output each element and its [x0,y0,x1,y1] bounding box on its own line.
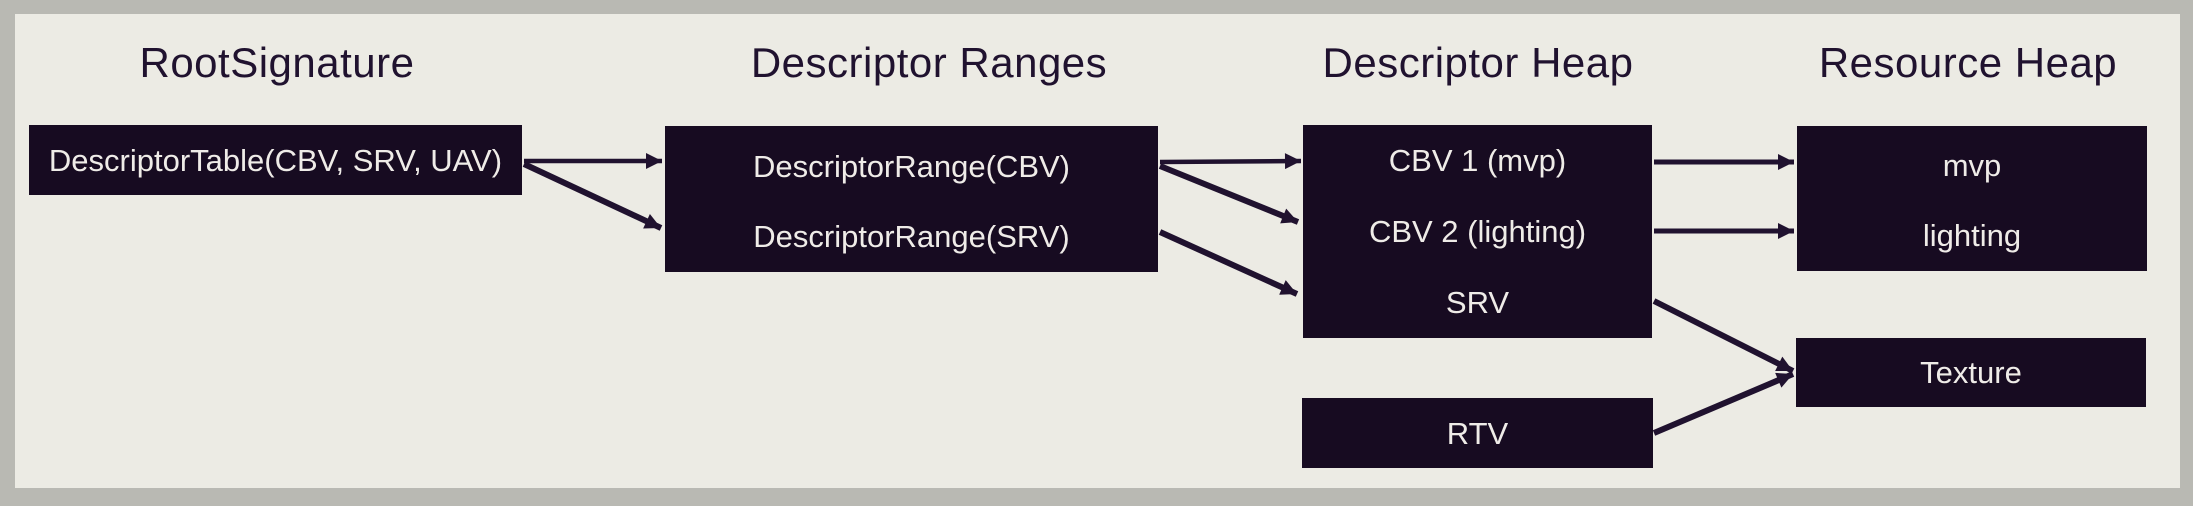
descriptor-table-label: DescriptorTable(CBV, SRV, UAV) [48,142,503,178]
column-title-descriptor-ranges: Descriptor Ranges [750,39,1108,86]
descriptor-heap-box: CBV 1 (mvp) CBV 2 (lighting) SRV [1303,125,1652,338]
lighting-label: lighting [1922,218,2022,254]
resource-heap-box: mvp lighting [1797,126,2147,271]
column-title-resource-heap: Resource Heap [1818,39,2118,86]
descriptor-range-cbv-label: DescriptorRange(CBV) [753,148,1070,184]
rtv-box: RTV [1302,398,1653,468]
column-title-root-signature: RootSignature [139,39,415,86]
cbv1-label: CBV 1 (mvp) [1388,143,1567,178]
rtv-label: RTV [1446,415,1509,451]
srv-label: SRV [1445,285,1510,320]
descriptor-range-srv-label: DescriptorRange(SRV) [753,219,1070,255]
cbv2-label: CBV 2 (lighting) [1368,214,1587,249]
mvp-label: mvp [1942,147,2002,183]
texture-label: Texture [1920,355,2022,390]
texture-box: Texture [1796,338,2146,407]
descriptor-table-box: DescriptorTable(CBV, SRV, UAV) [29,125,522,195]
column-title-descriptor-heap: Descriptor Heap [1322,39,1634,86]
descriptor-ranges-box: DescriptorRange(CBV) DescriptorRange(SRV… [665,126,1158,272]
